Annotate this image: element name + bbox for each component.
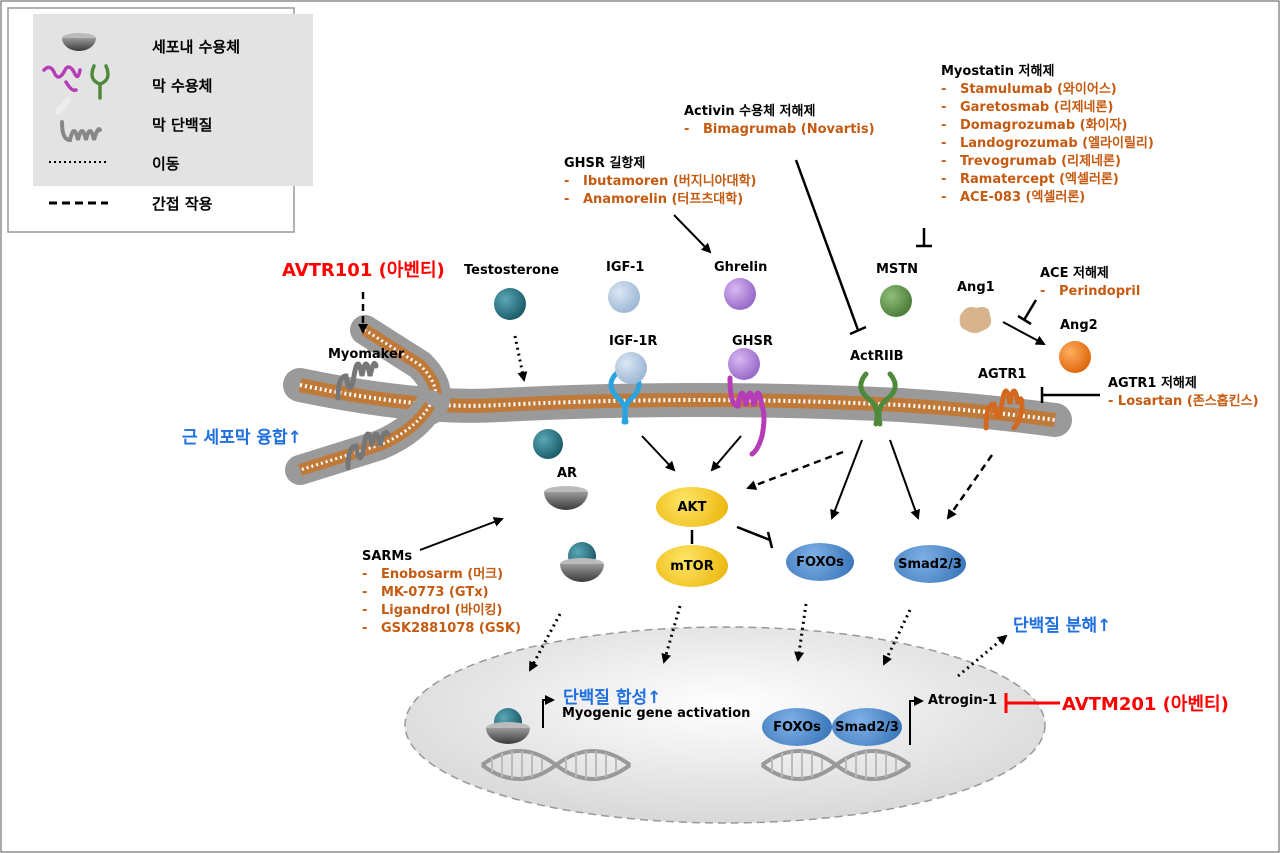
- myostatin-inhibitor-item: - Domagrozumab (화이자): [941, 118, 1128, 133]
- dna-helix-right: [760, 749, 912, 781]
- ghsr-agonist-item: - Anamorelin (터프츠대학): [564, 192, 744, 207]
- ar-ligand-ball: [533, 429, 563, 459]
- myostatin-inhibitor-item: - Landogrozumab (엘라이릴리): [941, 136, 1154, 151]
- ang2-label: Ang2: [1060, 318, 1098, 333]
- cell-membrane: [283, 315, 1072, 485]
- smad-node: Smad2/3: [894, 545, 966, 583]
- actriib-label: ActRIIB: [850, 349, 904, 364]
- legend-label-movement: 이동: [152, 155, 180, 173]
- ghrelin-ball: [724, 278, 756, 310]
- legend-label-membrane-receptor: 막 수용체: [152, 77, 213, 95]
- igf1-ball: [608, 281, 640, 313]
- avtm201-inhibition: [1004, 693, 1060, 713]
- transcription-start-right: [909, 696, 924, 745]
- activin-inhibitor-list: Activin 수용체 저해제 - Bimagrumab (Novartis): [684, 103, 875, 139]
- sarms-item: - Ligandrol (바이킹): [362, 603, 503, 618]
- myostatin-inhibitor-item: - Ramatercept (엑셀러론): [941, 172, 1119, 187]
- ghrelin-label: Ghrelin: [714, 260, 768, 275]
- ace-inhibitor-item: - Perindopril: [1040, 284, 1141, 299]
- ar-bound-bowl: [560, 542, 604, 582]
- mtor-node: mTOR: [656, 545, 728, 587]
- nuclear-smad-node: Smad2/3: [832, 708, 902, 746]
- testosterone-ball: [494, 288, 526, 320]
- ace-inhibitor-title: ACE 저해제: [1040, 266, 1109, 281]
- inhibition-lines: [690, 159, 1100, 549]
- avtm201-label: AVTM201 (아벤티): [1062, 694, 1229, 715]
- ang1-blob: [959, 307, 992, 333]
- membrane-fusion-label: 근 세포막 융합↑: [182, 428, 302, 448]
- igf1-label: IGF-1: [606, 260, 645, 275]
- ghsr-agonist-list: GHSR 길항제 - Ibutamoren (버지니아대학) - Anamore…: [564, 155, 757, 209]
- legend-label-membrane-protein: 막 단백질: [152, 116, 213, 134]
- myomaker-label: Myomaker: [328, 347, 405, 362]
- dashed-arrows: [358, 292, 994, 520]
- myostatin-inhibitor-item: - ACE-083 (엑셀러론): [941, 190, 1086, 205]
- ace-inhibitor-list: ACE 저해제 - Perindopril: [1040, 265, 1140, 301]
- ghsr-agonist-item: - Ibutamoren (버지니아대학): [564, 174, 757, 189]
- atrogin-label: Atrogin-1: [928, 693, 998, 708]
- ghsr-agonist-title: GHSR 길항제: [564, 156, 646, 171]
- sarms-title: SARMs: [362, 549, 413, 564]
- dotted-arrows: [513, 335, 1008, 678]
- igf1r-label: IGF-1R: [609, 334, 658, 349]
- ar-bowl: [544, 486, 588, 510]
- ghsr-receptor: [727, 348, 767, 457]
- activin-inhibitor-item: - Bimagrumab (Novartis): [684, 122, 875, 137]
- mstn-ball: [880, 285, 912, 317]
- sarms-item: - GSK2881078 (GSK): [362, 621, 521, 636]
- solid-arrows: [419, 214, 1046, 551]
- myogenic-label: Myogenic gene activation: [562, 706, 751, 721]
- sarms-item: - Enobosarm (머크): [362, 567, 504, 582]
- sarms-list: SARMs - Enobosarm (머크) - MK-0773 (GTx) -…: [362, 548, 521, 638]
- actriib-receptor: [858, 371, 898, 427]
- ang1-label: Ang1: [957, 280, 995, 295]
- myostatin-inhibitor-item: - Stamulumab (와이어스): [941, 82, 1117, 97]
- testosterone-label: Testosterone: [464, 263, 560, 278]
- legend-label-intracellular: 세포내 수용체: [152, 38, 241, 56]
- myostatin-inhibitor-item: - Garetosmab (리제네론): [941, 100, 1114, 115]
- nuclear-foxos-node: FOXOs: [762, 708, 832, 746]
- mstn-label: MSTN: [876, 262, 919, 277]
- transcription-start-left: [542, 695, 555, 728]
- agtr1-inhibitor-item: - Losartan (존스홉킨스): [1108, 394, 1259, 409]
- agtr1-inhibitor-list: AGTR1 저해제 - Losartan (존스홉킨스): [1108, 375, 1259, 411]
- myostatin-inhibitor-list: Myostatin 저해제 - Stamulumab (와이어스) - Gare…: [941, 63, 1154, 207]
- agtr1-label: AGTR1: [978, 367, 1027, 382]
- legend-label-indirect: 간접 작용: [152, 195, 213, 213]
- protein-synthesis-label: 단백질 합성↑: [563, 688, 662, 708]
- ang2-ball: [1059, 341, 1091, 373]
- foxos-node: FOXOs: [786, 543, 854, 581]
- agtr1-inhibitor-title: AGTR1 저해제: [1108, 376, 1197, 391]
- ar-label: AR: [557, 466, 578, 481]
- membrane-receptor-icon: [42, 64, 110, 100]
- membrane-protein-icon: [55, 97, 102, 143]
- dna-helix-left: [480, 749, 632, 781]
- igf1r-receptor: [608, 352, 647, 425]
- agtr1-receptor: [983, 388, 1025, 431]
- intracellular-receptor-icon: [62, 33, 96, 51]
- ghsr-label: GHSR: [732, 334, 773, 349]
- avtr101-label: AVTR101 (아벤티): [282, 260, 445, 281]
- akt-node: AKT: [656, 487, 728, 527]
- protein-degradation-label: 단백질 분해↑: [1013, 616, 1112, 636]
- myostatin-inhibitor-item: - Trevogrumab (리제네론): [941, 154, 1121, 169]
- sarms-item: - MK-0773 (GTx): [362, 585, 489, 600]
- activin-inhibitor-title: Activin 수용체 저해제: [684, 104, 816, 119]
- myomaker-protein: [335, 361, 391, 471]
- nuclear-ar-bowl: [486, 708, 530, 744]
- myostatin-inhibitor-title: Myostatin 저해제: [941, 64, 1055, 79]
